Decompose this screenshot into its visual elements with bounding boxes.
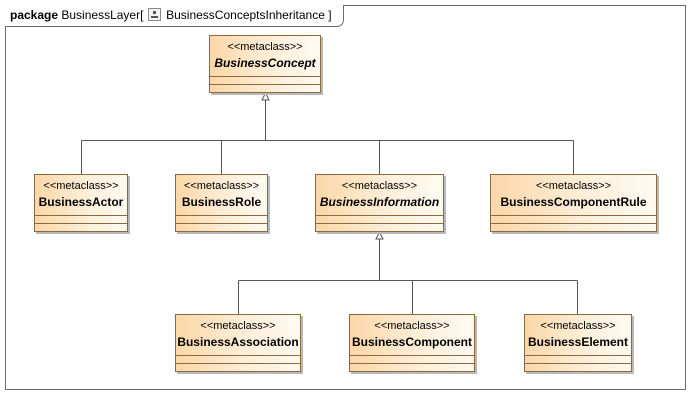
attributes-compartment [350,355,474,363]
class-business-component[interactable]: <<metaclass>> BusinessComponent [349,314,475,372]
package-frame-tab: package BusinessLayer[ BusinessConceptsI… [5,5,344,27]
class-name: BusinessComponentRule [500,195,647,209]
stereotype-label: <<metaclass>> [227,41,303,53]
package-name: BusinessLayer[ [61,8,144,22]
class-business-concept[interactable]: <<metaclass>> BusinessConcept [209,35,321,93]
package-frame [5,5,686,390]
stereotype-label: <<metaclass>> [43,180,119,192]
diagram-name: BusinessConceptsInheritance ] [166,8,332,22]
class-business-component-rule[interactable]: <<metaclass>> BusinessComponentRule [490,174,657,232]
stereotype-label: <<metaclass>> [540,320,616,332]
class-name: BusinessConcept [214,56,316,70]
package-keyword: package [10,8,59,22]
stereotype-label: <<metaclass>> [183,180,260,192]
stereotype-label: <<metaclass>> [535,180,612,192]
operations-compartment [525,363,631,371]
class-name: BusinessComponent [351,335,472,349]
operations-compartment [210,84,320,92]
class-business-element[interactable]: <<metaclass>> BusinessElement [524,314,632,372]
generalization-arrowhead [261,91,270,101]
class-name: BusinessAssociation [177,335,299,349]
class-business-association[interactable]: <<metaclass>> BusinessAssociation [175,314,301,372]
operations-compartment [176,363,300,371]
class-business-information[interactable]: <<metaclass>> BusinessInformation [315,174,444,232]
attributes-compartment [491,215,656,223]
operations-compartment [35,223,127,231]
class-business-role[interactable]: <<metaclass>> BusinessRole [175,174,268,232]
attributes-compartment [35,215,127,223]
class-name: BusinessInformation [319,195,440,209]
attributes-compartment [176,355,300,363]
class-name: BusinessElement [527,335,629,349]
operations-compartment [491,223,656,231]
stereotype-label: <<metaclass>> [200,320,276,332]
class-name: BusinessRole [181,195,262,209]
attributes-compartment [176,215,267,223]
operations-compartment [316,223,443,231]
stereotype-label: <<metaclass>> [341,180,418,192]
attributes-compartment [210,76,320,84]
stereotype-label: <<metaclass>> [374,320,450,332]
operations-compartment [176,223,267,231]
generalization-arrowhead [375,230,384,240]
operations-compartment [350,363,474,371]
class-diagram-icon [147,8,161,21]
class-name: BusinessActor [38,195,124,209]
class-business-actor[interactable]: <<metaclass>> BusinessActor [34,174,128,232]
attributes-compartment [316,215,443,223]
attributes-compartment [525,355,631,363]
